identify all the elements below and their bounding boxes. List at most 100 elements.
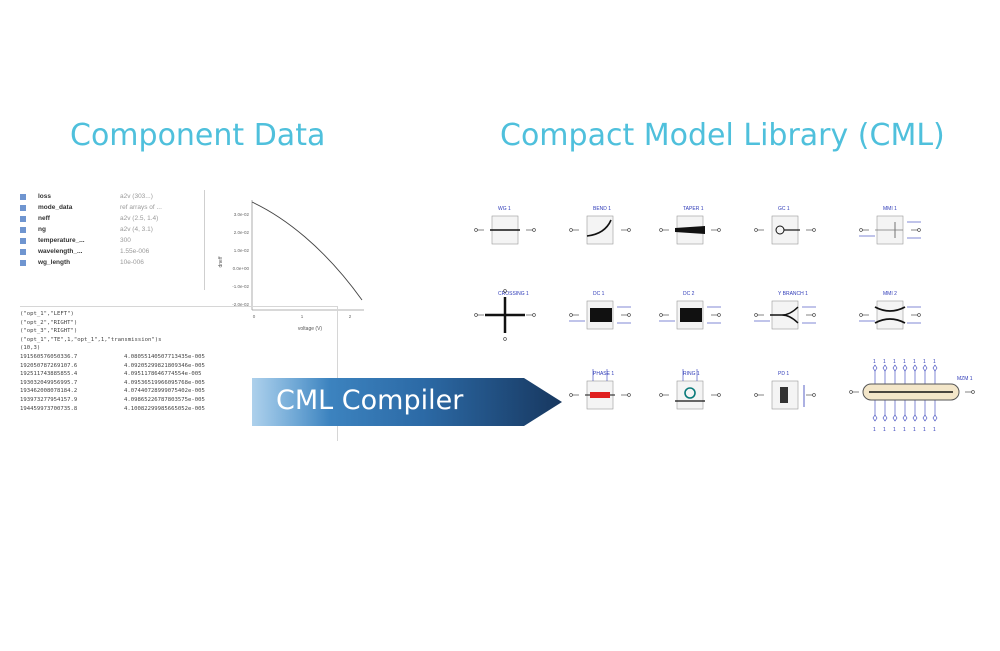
grating-coupler-component: GC 1 bbox=[750, 200, 822, 275]
data-row: 192050787269107.6 4.09205299821809346e-00… bbox=[20, 363, 205, 372]
divider bbox=[337, 306, 338, 441]
property-icon bbox=[20, 204, 26, 211]
svg-text:1: 1 bbox=[883, 427, 886, 433]
y-tick-label: 2.0e-02 bbox=[234, 230, 250, 235]
svg-text:CROSSING 1: CROSSING 1 bbox=[498, 291, 529, 297]
cml-compiler-label: CML Compiler bbox=[276, 385, 464, 416]
x-tick-label: 2 bbox=[349, 314, 352, 319]
y-tick-label: -1.0e-02 bbox=[232, 284, 249, 289]
svg-text:1: 1 bbox=[933, 427, 936, 433]
mmi-2x2-component: MMI 2 bbox=[855, 285, 927, 360]
directional-coupler-component: DC 1 bbox=[565, 285, 637, 360]
property-name: loss bbox=[38, 193, 52, 200]
crossing-icon: CROSSING 1 bbox=[474, 289, 536, 341]
taper-icon: TAPER 1 bbox=[659, 206, 721, 245]
property-row: loss a2v (303...) bbox=[20, 191, 205, 202]
phase-modulator-component: PHASE 1 bbox=[565, 365, 637, 440]
property-value: a2v (4, 3.1) bbox=[120, 226, 153, 233]
cml-compiler-arrow bbox=[252, 378, 562, 426]
data-header-line: ("opt_2","RIGHT") bbox=[20, 319, 78, 326]
y-tick-label: 1.0e-02 bbox=[234, 248, 250, 253]
property-name: temperature_... bbox=[38, 237, 85, 244]
crossing-component: CROSSING 1 bbox=[470, 285, 542, 360]
directional-coupler-icon: DC 1 bbox=[569, 291, 631, 330]
dneff-curve bbox=[251, 201, 363, 301]
value-cell: 4.09205299821809346e-005 bbox=[124, 362, 205, 369]
plot-ylabel: dneff bbox=[218, 256, 224, 268]
property-name: mode_data bbox=[38, 204, 73, 211]
divider bbox=[204, 190, 205, 290]
svg-text:1: 1 bbox=[873, 427, 876, 433]
svg-text:TAPER 1: TAPER 1 bbox=[683, 206, 704, 212]
photodetector-icon: PD 1 bbox=[754, 371, 816, 410]
svg-text:1: 1 bbox=[933, 359, 936, 365]
svg-text:GC 1: GC 1 bbox=[778, 206, 790, 212]
value-cell: 4.10082299985665052e-005 bbox=[124, 405, 205, 412]
frequency-cell: 193973277954157.9 bbox=[20, 396, 78, 403]
svg-text:RING 1: RING 1 bbox=[683, 371, 700, 377]
mmi-component: MMI 1 bbox=[855, 200, 927, 275]
x-tick-label: 0 bbox=[253, 314, 256, 319]
svg-text:PHASE 1: PHASE 1 bbox=[593, 371, 614, 377]
property-value: 300 bbox=[120, 237, 131, 244]
component-data-heading: Component Data bbox=[70, 118, 326, 153]
property-name: wg_length bbox=[38, 259, 71, 266]
frequency-cell: 193462008078184.2 bbox=[20, 388, 78, 395]
y-branch-icon: Y BRANCH 1 bbox=[754, 291, 816, 330]
svg-text:1: 1 bbox=[903, 427, 906, 433]
y-tick-label: 0.0e+00 bbox=[233, 266, 250, 271]
property-icon bbox=[20, 193, 26, 200]
svg-text:1: 1 bbox=[903, 359, 906, 365]
svg-text:BEND 1: BEND 1 bbox=[593, 206, 611, 212]
property-row: wavelength_... 1.55e-006 bbox=[20, 246, 205, 257]
property-name: neff bbox=[38, 215, 50, 222]
x-tick-label: 1 bbox=[301, 314, 304, 319]
divider bbox=[20, 306, 338, 307]
property-value: 1.55e-006 bbox=[120, 248, 150, 255]
property-row: temperature_... 300 bbox=[20, 235, 205, 246]
data-header-line: ("opt_3","RIGHT") bbox=[20, 328, 78, 335]
directional-coupler-component: DC 2 bbox=[655, 285, 727, 360]
data-header-line: ("opt_1","TE",1,"opt_1",1,"transmission"… bbox=[20, 336, 162, 343]
frequency-cell: 192511743885855.4 bbox=[20, 371, 78, 378]
waveguide-icon: WG 1 bbox=[474, 206, 536, 245]
y-tick-label: -2.0e-02 bbox=[232, 302, 249, 307]
cml-heading: Compact Model Library (CML) bbox=[500, 118, 945, 153]
svg-text:PD 1: PD 1 bbox=[778, 371, 789, 377]
svg-text:1: 1 bbox=[923, 359, 926, 365]
property-icon bbox=[20, 248, 26, 255]
bend-component: BEND 1 bbox=[565, 200, 637, 275]
value-cell: 4.0951178646774554e-005 bbox=[124, 371, 202, 378]
property-value: a2v (303...) bbox=[120, 193, 153, 200]
property-icon bbox=[20, 215, 26, 222]
s-parameter-data: ("opt_1","LEFT") ("opt_2","RIGHT") ("opt_3… bbox=[20, 311, 205, 414]
value-cell: 4.09865226787803575e-005 bbox=[124, 396, 205, 403]
svg-text:1: 1 bbox=[873, 359, 876, 365]
property-value: a2v (2.5, 1.4) bbox=[120, 215, 159, 222]
phase-modulator-icon: PHASE 1 bbox=[569, 369, 631, 410]
property-name: wavelength_... bbox=[38, 248, 83, 255]
svg-text:Y BRANCH 1: Y BRANCH 1 bbox=[778, 291, 808, 297]
svg-text:1: 1 bbox=[913, 359, 916, 365]
plot-xlabel: voltage (V) bbox=[298, 326, 323, 332]
directional-coupler-icon: DC 2 bbox=[659, 291, 721, 330]
property-value: 10e-006 bbox=[120, 259, 144, 266]
frequency-cell: 193032049956995.7 bbox=[20, 379, 78, 386]
data-header-line: (10,3) bbox=[20, 345, 41, 352]
property-icon bbox=[20, 226, 26, 233]
ring-resonator-icon: RING 1 bbox=[659, 369, 721, 410]
y-branch-component: Y BRANCH 1 bbox=[750, 285, 822, 360]
data-header-line: ("opt_1","LEFT") bbox=[20, 311, 74, 317]
svg-text:1: 1 bbox=[893, 359, 896, 365]
frequency-cell: 192050787269107.6 bbox=[20, 362, 78, 369]
mmi-2x2-icon: MMI 2 bbox=[859, 291, 921, 330]
value-cell: 4.08055140507713435e-005 bbox=[124, 353, 205, 360]
